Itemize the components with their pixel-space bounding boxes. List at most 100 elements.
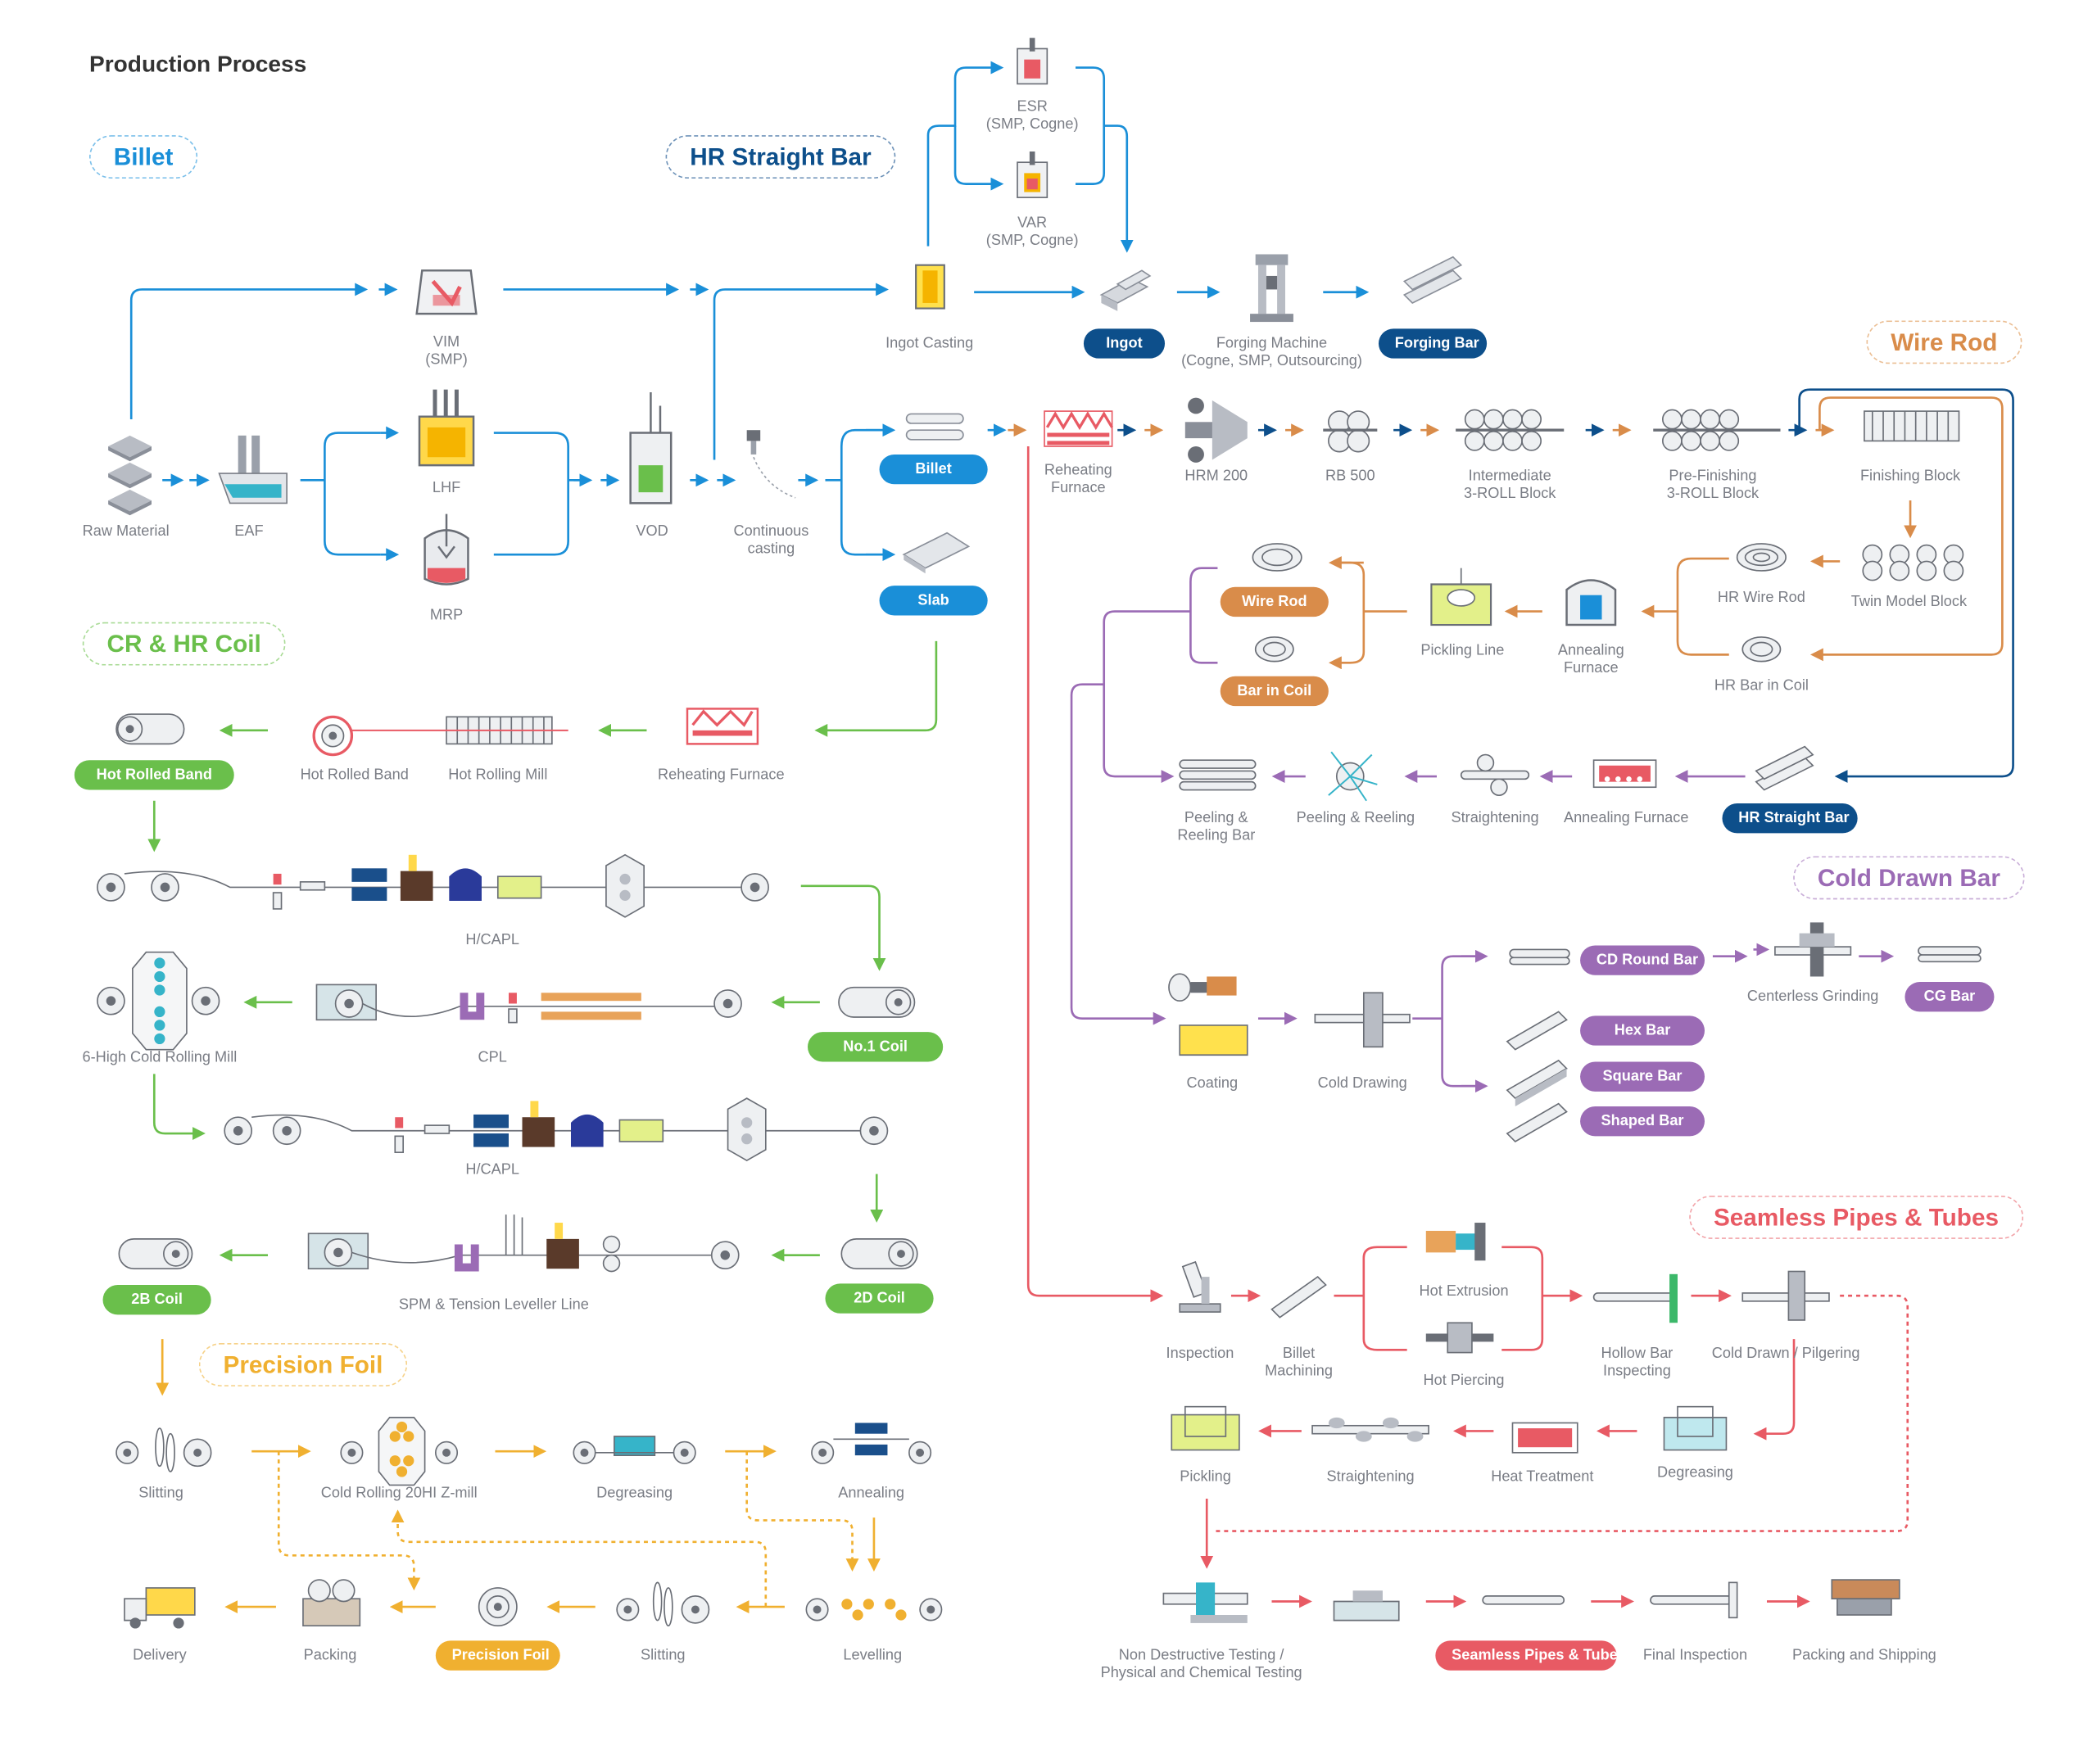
label-coating: Coating [1186, 1075, 1239, 1092]
label-reheating-furnace-wire: Reheating Furnace [1044, 462, 1112, 496]
label-final-inspection: Final Inspection [1642, 1647, 1748, 1664]
esr-icon [1017, 38, 1048, 85]
label-reheating-furnace-coil: Reheating Furnace [658, 767, 785, 784]
annealing-foil-icon [811, 1423, 932, 1464]
hex-bar-icon [1506, 1011, 1568, 1051]
label-pre-finishing-block: Pre-Finishing 3-ROLL Block [1666, 468, 1760, 501]
peeling-reeling-icon [1328, 751, 1378, 802]
hr-straight-bar-arrows [1070, 567, 1895, 1093]
label-raw-material: Raw Material [82, 523, 170, 540]
coating-icon [1168, 973, 1248, 1056]
label-ingot-casting: Ingot Casting [885, 335, 974, 352]
label-vod: VOD [636, 523, 668, 540]
seamless-pipe-icon [1482, 1595, 1565, 1605]
pill-hot-rolled-band: Hot Rolled Band [74, 760, 234, 790]
label-twin-model-block: Twin Model Block [1850, 594, 1968, 610]
label-billet-machining: Billet Machining [1265, 1346, 1333, 1379]
label-hrm200: HRM 200 [1184, 468, 1248, 485]
label-ndt-testing: Non Destructive Testing / Physical and C… [1100, 1647, 1302, 1681]
section-cr-hr-coil: CR & HR Coil [82, 622, 286, 666]
label-peeling-reeling-bar: Peeling & Reeling Bar [1177, 810, 1256, 844]
inspection-microscope-icon [1179, 1260, 1221, 1313]
pill-cd-round-bar: CD Round Bar [1580, 945, 1705, 975]
label-mrp: MRP [429, 607, 464, 624]
packing-shipping-icon [1831, 1579, 1900, 1616]
cold-rolling-zmill-icon [340, 1417, 459, 1486]
section-wire-rod: Wire Rod [1866, 320, 2022, 364]
reheating-furnace-coil-icon [686, 708, 759, 745]
forging-bar-icon [1402, 256, 1463, 304]
ndt-stand-icon [1333, 1590, 1400, 1622]
label-annealing-furnace-bar: Annealing Furnace [1563, 810, 1689, 827]
label-hr-wire-rod: HR Wire Rod [1717, 590, 1805, 606]
label-centerless-grinding: Centerless Grinding [1746, 988, 1879, 1006]
wire-rod-line-arrows [987, 388, 2014, 783]
label-hollow-bar-inspecting: Hollow Bar Inspecting [1601, 1346, 1674, 1379]
hot-extrusion-icon [1425, 1223, 1486, 1261]
degreasing-tank-icon [1663, 1405, 1728, 1451]
label-straightening-bar: Straightening [1451, 810, 1539, 827]
degreasing-foil-icon [573, 1436, 696, 1464]
pill-cg-bar: CG Bar [1905, 982, 1995, 1012]
intermediate-block-icon [1456, 409, 1565, 451]
cold-drawn-pilgering-icon [1741, 1270, 1830, 1321]
pill-wire-rod: Wire Rod [1220, 586, 1329, 617]
pill-forging-bar: Forging Bar [1378, 328, 1488, 359]
pill-2b-coil: 2B Coil [102, 1285, 211, 1315]
eaf-icon [218, 435, 288, 504]
vod-icon [629, 391, 673, 504]
no1-coil-icon [838, 986, 916, 1018]
label-slitting-1: Slitting [138, 1485, 183, 1502]
label-packing-shipping: Packing and Shipping [1792, 1647, 1936, 1664]
forging-machine-icon [1250, 254, 1293, 323]
delivery-truck-icon [124, 1587, 196, 1629]
label-cold-drawn-pilgering: Cold Drawn / Pilgering [1711, 1346, 1860, 1363]
label-heat-treatment: Heat Treatment [1491, 1468, 1594, 1486]
cpl-line-icon [315, 984, 742, 1024]
pickling-tank-icon [1171, 1405, 1240, 1451]
ingot-casting-icon [915, 264, 945, 310]
label-forging-machine: Forging Machine (Cogne, SMP, Outsourcing… [1181, 335, 1362, 369]
hot-piercing-icon [1425, 1322, 1494, 1354]
page-title: Production Process [89, 51, 307, 78]
label-degreasing-seamless: Degreasing [1656, 1464, 1733, 1481]
hot-rolled-band-roll-icon [115, 713, 185, 745]
continuous-casting-icon [746, 430, 796, 499]
square-bar-icon [1506, 1059, 1568, 1107]
label-annealing-furnace-wire: Annealing Furnace [1557, 642, 1624, 676]
label-peeling-reeling: Peeling & Reeling [1296, 810, 1415, 827]
billet-flow-lines [129, 61, 1370, 562]
var-icon [1017, 151, 1048, 198]
hot-rolled-band-coil-icon [312, 715, 354, 757]
pre-finishing-block-icon [1653, 409, 1781, 451]
label-var: VAR (SMP, Cogne) [985, 215, 1079, 249]
label-degreasing-foil: Degreasing [596, 1485, 673, 1502]
slitting-1-icon [115, 1427, 212, 1472]
label-lhf: LHF [432, 480, 461, 497]
pill-hex-bar: Hex Bar [1580, 1015, 1705, 1046]
label-rb500: RB 500 [1325, 468, 1375, 485]
wire-rod-coil-icon [1252, 543, 1302, 572]
pill-billet: Billet [879, 454, 988, 485]
mrp-icon [423, 513, 469, 586]
billet-icon [905, 413, 964, 441]
slitting-2-icon [616, 1581, 710, 1627]
label-annealing-foil: Annealing [838, 1485, 905, 1502]
cg-bar-icon [1918, 946, 1982, 963]
bar-in-coil-icon [1254, 636, 1294, 663]
hcapl-line-2-icon [224, 1097, 889, 1162]
label-cold-drawing: Cold Drawing [1317, 1075, 1407, 1092]
label-cold-rolling-zmill: Cold Rolling 20HI Z-mill [320, 1485, 478, 1502]
hr-bar-coil-icon [1741, 636, 1782, 663]
spm-line-icon [307, 1214, 740, 1273]
label-inspection: Inspection [1166, 1346, 1234, 1363]
label-cpl: CPL [478, 1049, 507, 1066]
vim-icon [415, 269, 478, 315]
pickling-line-icon [1430, 568, 1492, 626]
hr-straight-bar-icon [1755, 745, 1814, 791]
rb500-icon [1323, 410, 1378, 453]
annealing-furnace-bar-icon [1592, 759, 1657, 789]
ndt-testing-icon [1162, 1582, 1248, 1623]
